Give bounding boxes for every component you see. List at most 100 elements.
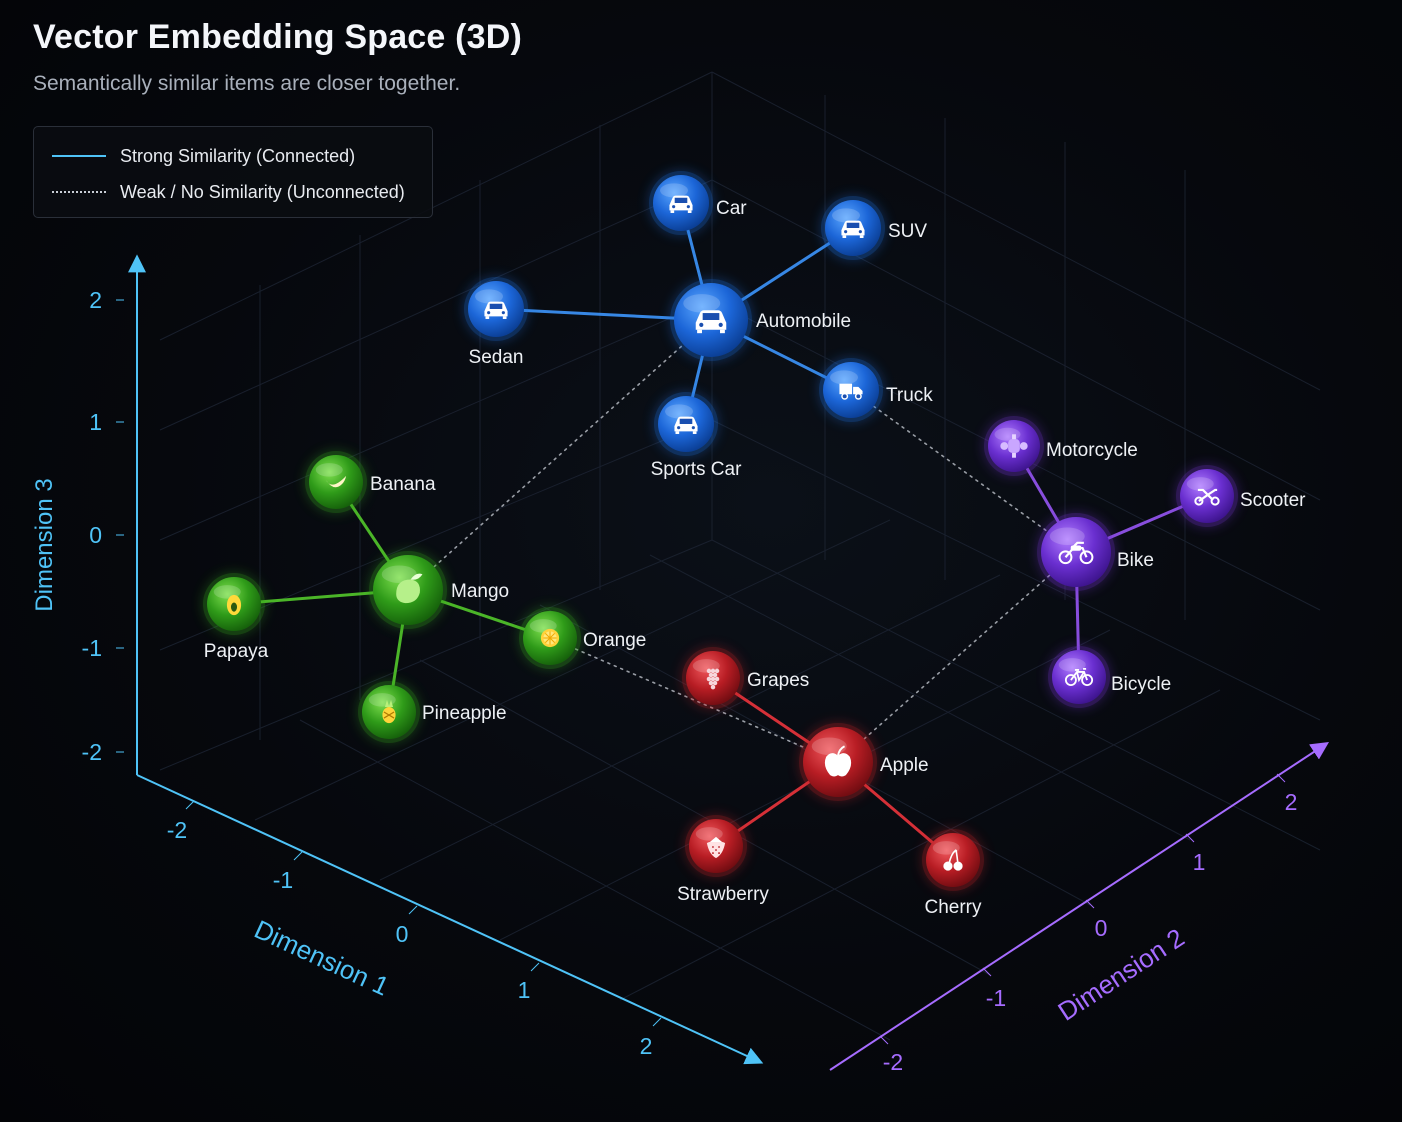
papaya-icon [226, 594, 242, 616]
car-icon [674, 416, 698, 434]
page-subtitle: Semantically similar items are closer to… [33, 72, 461, 95]
axis-dimension-3: 2 1 0 -1 -2 Dimension 3 [31, 254, 146, 775]
axis-tick-label: -1 [986, 985, 1006, 1011]
legend-label-strong: Strong Similarity (Connected) [120, 145, 356, 166]
node-pineapple[interactable] [358, 681, 420, 743]
axis-tick-label: 0 [89, 522, 102, 548]
node-highlight [475, 289, 503, 304]
axis-tick-label: -1 [273, 867, 293, 893]
axis-tick-mark [1185, 833, 1195, 843]
node-highlight [665, 404, 693, 419]
scooter-icon [1194, 488, 1220, 506]
axis-tick-label: 0 [1095, 915, 1108, 941]
apple-icon [824, 745, 852, 777]
node-highlight [994, 427, 1021, 441]
axis-tick-label: 1 [1193, 849, 1206, 875]
node-highlight [368, 693, 396, 707]
node-highlight [1186, 477, 1214, 491]
node-banana[interactable] [305, 451, 367, 513]
node-truck[interactable] [819, 358, 883, 422]
axis-tick-mark [185, 800, 195, 810]
node-highlight [315, 463, 343, 477]
car-icon [841, 220, 865, 238]
node-papaya[interactable] [203, 573, 265, 635]
axis-tick-label: 1 [89, 409, 102, 435]
pineapple-icon [382, 699, 396, 724]
node-car[interactable] [649, 171, 713, 235]
axis-tick-label: 2 [640, 1033, 653, 1059]
node-label-scooter: Scooter [1240, 490, 1306, 511]
node-label-papaya: Papaya [204, 641, 269, 662]
legend-swatch-solid [52, 155, 106, 157]
node-label-motorcycle: Motorcycle [1046, 440, 1138, 461]
node-strawberry[interactable] [685, 815, 747, 877]
node-sedan[interactable] [464, 277, 528, 341]
axis-tick-mark [982, 967, 992, 977]
page-title: Vector Embedding Space (3D) [33, 18, 523, 56]
node-sportscar[interactable] [654, 392, 718, 456]
node-apple[interactable] [799, 723, 877, 801]
node-sphere [309, 455, 363, 509]
node-label-banana: Banana [370, 474, 436, 495]
node-label-suv: SUV [888, 221, 927, 242]
node-highlight [1058, 658, 1086, 672]
node-label-orange: Orange [583, 630, 646, 651]
axis-tick-mark [293, 851, 303, 861]
legend-item-weak: Weak / No Similarity (Unconnected) [52, 179, 405, 205]
node-highlight [811, 737, 847, 755]
node-suv[interactable] [821, 196, 885, 260]
car-icon [695, 310, 727, 334]
node-label-automobile: Automobile [756, 311, 851, 332]
banana-icon [325, 475, 347, 488]
axis-dimension-3-label: Dimension 3 [31, 478, 58, 611]
node-grapes[interactable] [682, 647, 744, 709]
axis-tick-label: 2 [89, 287, 102, 313]
node-sphere [1041, 517, 1111, 587]
node-mango[interactable] [369, 551, 447, 629]
motorbike-icon [1058, 541, 1094, 565]
node-label-pineapple: Pineapple [422, 703, 507, 724]
edge-weak [850, 389, 1077, 553]
axis-tick-mark [1085, 899, 1095, 909]
axis-dimension-2-label: Dimension 2 [1052, 922, 1189, 1026]
node-label-apple: Apple [880, 755, 929, 776]
node-label-cherry: Cherry [924, 897, 982, 918]
axis-dimension-2: -2 -1 0 1 2 Dimension 2 [829, 742, 1330, 1075]
strawberry-icon [706, 836, 726, 859]
node-label-bike: Bike [1117, 550, 1154, 571]
node-orange[interactable] [519, 607, 581, 669]
axis-tick-mark [530, 962, 540, 972]
node-bike[interactable] [1037, 513, 1115, 591]
axis-tick-label: 0 [396, 921, 409, 947]
legend: Strong Similarity (Connected) Weak / No … [33, 126, 433, 218]
axis-tick-mark [652, 1017, 662, 1027]
node-scooter[interactable] [1176, 465, 1238, 527]
node-highlight [683, 294, 721, 313]
car-icon [669, 195, 693, 213]
node-automobile[interactable] [670, 279, 752, 361]
truck-icon [839, 383, 863, 400]
edge-weak [407, 319, 712, 591]
axis-tick-label: 2 [1285, 789, 1298, 815]
node-bicycle[interactable] [1048, 646, 1110, 708]
axis-tick-mark [879, 1035, 889, 1045]
node-label-grapes: Grapes [747, 670, 809, 691]
cherry-icon [943, 849, 963, 871]
bicycle-icon [1064, 668, 1094, 686]
axis-tick-label: -1 [82, 635, 102, 661]
orange-icon [540, 628, 560, 648]
axis-tick-label: -2 [167, 817, 187, 843]
axis-tick-mark [408, 905, 418, 915]
node-highlight [1049, 527, 1085, 545]
node-highlight [695, 827, 723, 841]
axis-tick-label: -2 [82, 739, 102, 765]
legend-label-weak: Weak / No Similarity (Unconnected) [120, 181, 405, 202]
node-cherry[interactable] [922, 829, 984, 891]
node-label-sedan: Sedan [469, 347, 524, 368]
node-motorcycle[interactable] [984, 416, 1044, 476]
axis-dimension-1-label: Dimension 1 [250, 914, 394, 1002]
axis-tick-label: -2 [883, 1049, 903, 1075]
node-highlight [832, 208, 860, 223]
